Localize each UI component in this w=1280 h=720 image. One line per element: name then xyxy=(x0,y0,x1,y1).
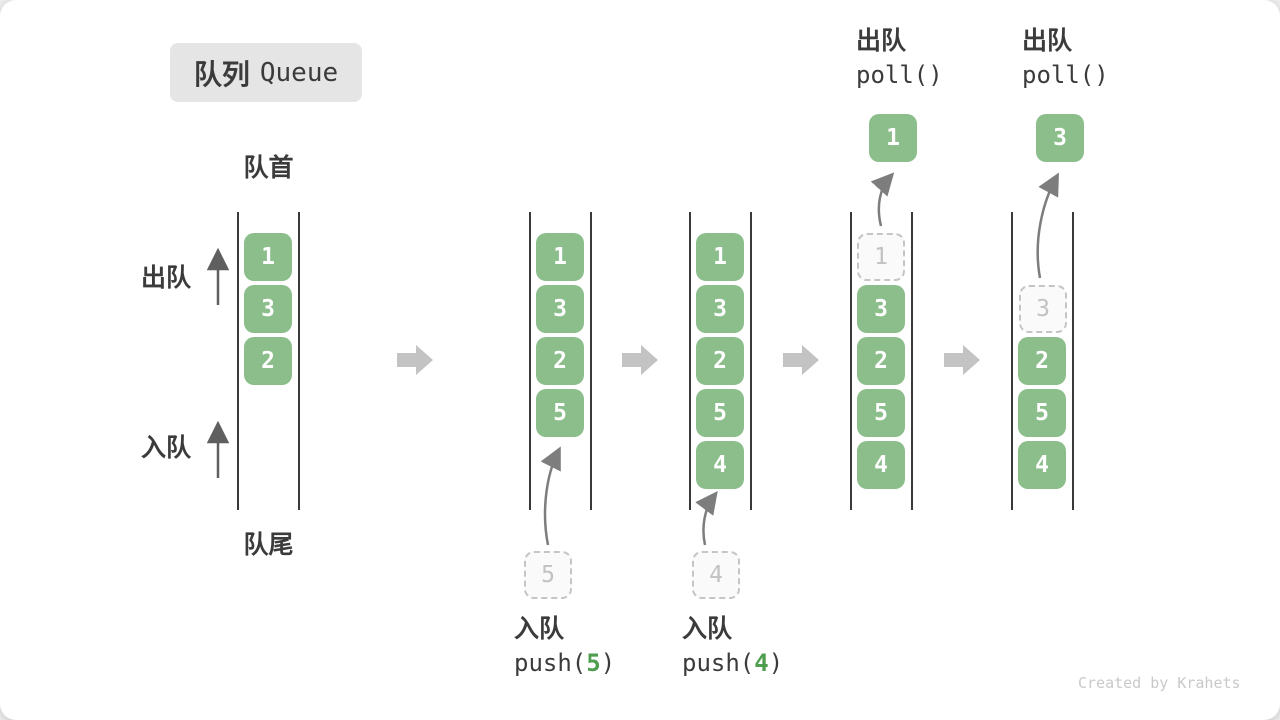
removed-value-box: 1 xyxy=(857,233,905,281)
title-zh: 队列 xyxy=(193,58,250,90)
label-dequeue-side: 出队 xyxy=(141,264,192,292)
queue-container-4 xyxy=(850,212,913,510)
op-poll1-code: poll() xyxy=(856,61,943,89)
label-queue-rear: 队尾 xyxy=(243,531,294,559)
queue-cell: 4 xyxy=(696,441,744,489)
queue-container-5 xyxy=(1011,212,1074,510)
incoming-value-box: 4 xyxy=(692,551,740,599)
queue-cell: 1 xyxy=(536,233,584,281)
popped-value-cell: 1 xyxy=(869,114,917,162)
op-push4-name: 入队 xyxy=(682,615,733,643)
op-label-push4: 入队 push(4) xyxy=(682,612,783,680)
queue-cell: 3 xyxy=(857,285,905,333)
incoming-value-box: 5 xyxy=(524,551,572,599)
op-push5-code: push(5) xyxy=(514,649,616,677)
queue-cell: 2 xyxy=(696,337,744,385)
queue-cell: 1 xyxy=(244,233,292,281)
watermark: Created by Krahets xyxy=(1078,674,1241,692)
popped-value-cell: 3 xyxy=(1036,114,1084,162)
removed-value-box: 3 xyxy=(1019,285,1067,333)
op-label-push5: 入队 push(5) xyxy=(514,612,615,680)
op-push4-arg: 4 xyxy=(754,649,769,677)
op-poll2-code: poll() xyxy=(1022,61,1109,89)
op-push5-arg: 5 xyxy=(586,649,601,677)
queue-cell: 2 xyxy=(857,337,905,385)
op-push5-name: 入队 xyxy=(514,615,565,643)
queue-cell: 3 xyxy=(244,285,292,333)
queue-container-1 xyxy=(237,212,300,510)
label-queue-front: 队首 xyxy=(243,154,294,182)
title-en: Queue xyxy=(259,57,339,88)
queue-cell: 1 xyxy=(696,233,744,281)
queue-container-2 xyxy=(529,212,592,510)
title-badge: 队列 Queue xyxy=(170,43,362,102)
queue-cell: 3 xyxy=(696,285,744,333)
queue-cell: 5 xyxy=(696,389,744,437)
op-poll2-name: 出队 xyxy=(1022,27,1073,55)
op-poll1-name: 出队 xyxy=(856,27,907,55)
queue-cell: 5 xyxy=(1018,389,1066,437)
op-label-poll2: 出队 poll() xyxy=(1022,24,1109,92)
op-label-poll1: 出队 poll() xyxy=(856,24,943,92)
label-enqueue-side: 入队 xyxy=(141,434,192,462)
queue-cell: 2 xyxy=(536,337,584,385)
queue-cell: 4 xyxy=(857,441,905,489)
queue-cell: 3 xyxy=(536,285,584,333)
queue-cell: 2 xyxy=(244,337,292,385)
queue-cell: 5 xyxy=(857,389,905,437)
queue-cell: 2 xyxy=(1018,337,1066,385)
queue-cell: 5 xyxy=(536,389,584,437)
queue-container-3 xyxy=(689,212,752,510)
queue-cell: 4 xyxy=(1018,441,1066,489)
op-push4-code: push(4) xyxy=(682,649,784,677)
